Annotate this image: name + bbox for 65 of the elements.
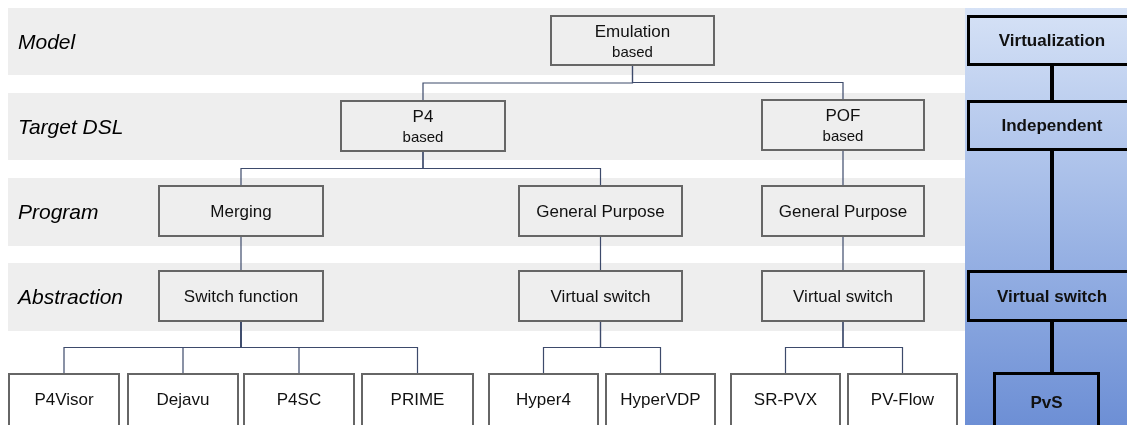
connector-line xyxy=(842,321,904,374)
system-box xyxy=(243,373,355,425)
connector-line xyxy=(240,321,419,374)
category-box xyxy=(761,99,925,151)
box-title: SR-PVX xyxy=(753,388,818,410)
system-box xyxy=(488,373,599,425)
system-box xyxy=(127,373,239,425)
box-title: General Purpose xyxy=(536,200,665,222)
system-box xyxy=(361,373,474,425)
connector-line xyxy=(422,151,602,186)
category-box xyxy=(518,185,683,237)
box-subtitle: based xyxy=(612,41,653,61)
connector-line xyxy=(842,236,844,271)
row-label: Program xyxy=(18,199,99,226)
category-box xyxy=(158,270,324,322)
box-title: Emulation xyxy=(594,20,671,42)
box-title: Virtual switch xyxy=(550,285,651,307)
row-label: Model xyxy=(18,28,76,55)
box-title: Virtual switch xyxy=(793,285,893,307)
box-title: Hyper4 xyxy=(516,388,571,410)
connector-line xyxy=(1050,322,1054,372)
row-band xyxy=(8,93,965,160)
box-title: P4Visor xyxy=(34,388,94,410)
level-box xyxy=(993,372,1100,425)
box-title: Switch function xyxy=(183,285,299,307)
box-title: POF xyxy=(825,105,861,126)
box-title: P4 xyxy=(412,106,434,127)
box-subtitle: based xyxy=(402,127,444,146)
row-band xyxy=(8,8,965,75)
row-band xyxy=(8,178,965,246)
box-title: Independent xyxy=(1001,115,1103,136)
category-box xyxy=(761,270,925,322)
box-title: PRIME xyxy=(390,388,445,410)
row-label: Abstraction xyxy=(18,284,124,311)
box-title: PvS xyxy=(1030,391,1063,413)
system-box xyxy=(730,373,841,425)
connector-line xyxy=(631,65,844,100)
connector-line xyxy=(599,321,662,374)
box-title: PV-Flow xyxy=(870,388,935,410)
category-box xyxy=(340,100,506,152)
connector-line xyxy=(240,236,242,271)
connector-line xyxy=(1050,66,1054,100)
box-title: HyperVDP xyxy=(620,388,701,410)
row-band xyxy=(8,263,965,331)
box-title: General Purpose xyxy=(778,200,908,222)
box-title: P4SC xyxy=(276,388,322,410)
level-box xyxy=(967,15,1127,66)
box-subtitle: based xyxy=(822,126,864,145)
level-box xyxy=(967,270,1127,322)
system-box xyxy=(605,373,716,425)
box-title: Virtual switch xyxy=(996,285,1108,307)
category-box xyxy=(550,15,715,66)
connector-line xyxy=(842,150,844,186)
box-title: Virtualization xyxy=(998,30,1106,51)
row-label: Target DSL xyxy=(18,113,124,140)
category-box xyxy=(158,185,324,237)
system-box xyxy=(847,373,958,425)
category-box xyxy=(518,270,683,322)
category-box xyxy=(761,185,925,237)
system-box xyxy=(8,373,120,425)
connector-line xyxy=(599,236,602,271)
box-title: Merging xyxy=(210,200,272,222)
box-title: Dejavu xyxy=(156,388,210,410)
level-box xyxy=(967,100,1127,151)
connector-line xyxy=(1050,151,1054,270)
